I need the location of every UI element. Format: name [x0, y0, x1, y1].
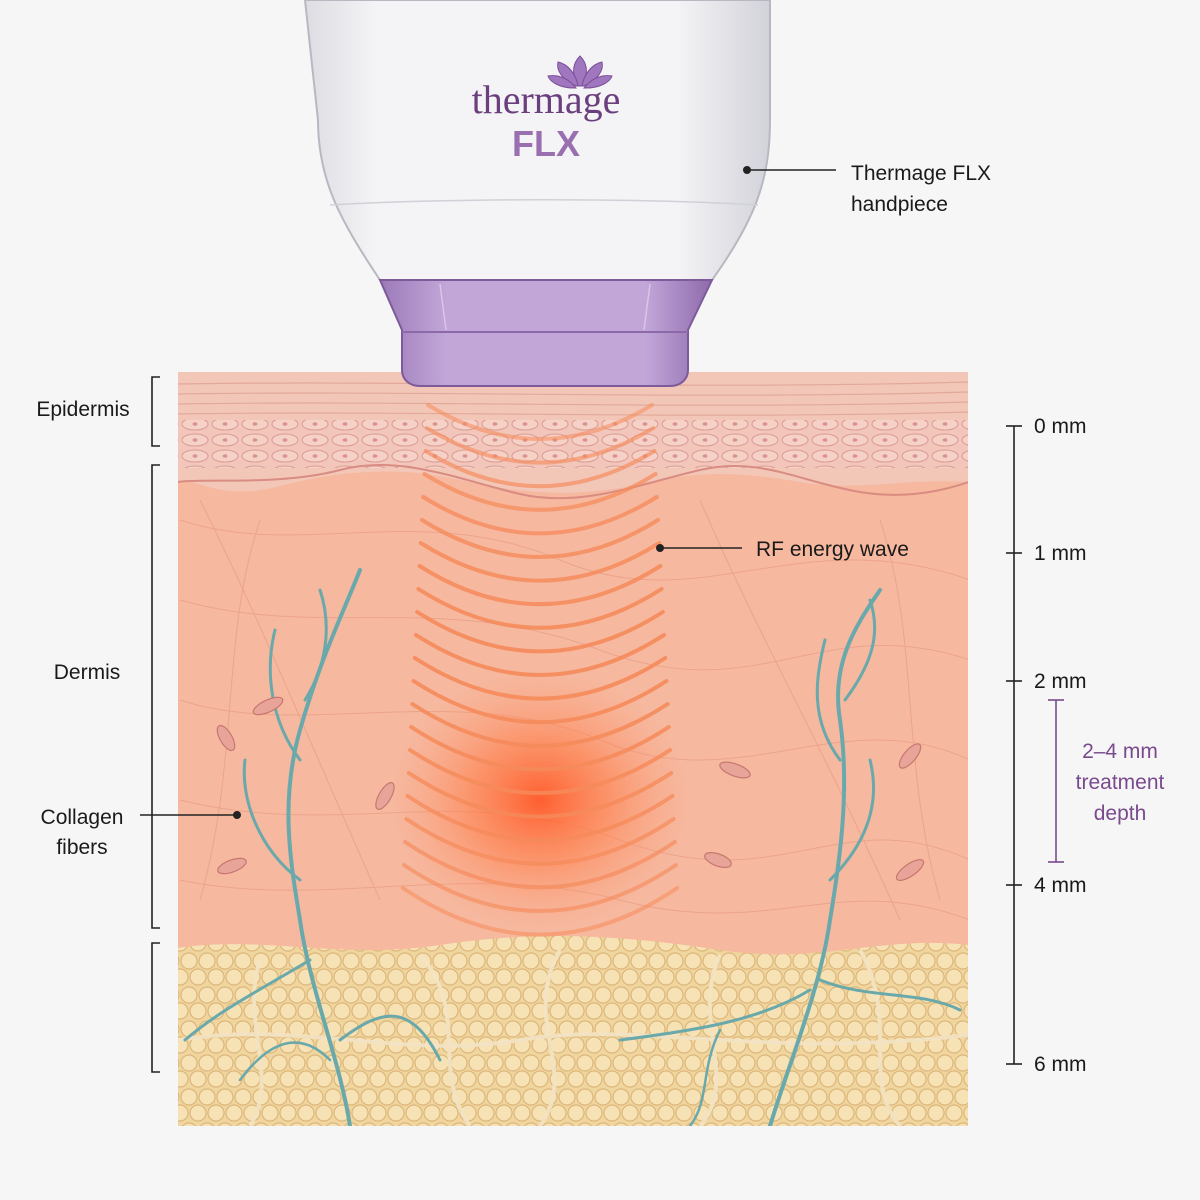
- rf-wave-label: RF energy wave: [756, 538, 909, 561]
- rf-wave-arc: [403, 840, 677, 890]
- rf-wave-arc: [417, 564, 663, 607]
- rf-wave-arc: [411, 679, 669, 725]
- lotus-icon: [547, 55, 613, 89]
- fat-layer: [178, 935, 968, 1126]
- brand-logo: thermage FLX: [472, 55, 621, 164]
- rf-wave-arc: [421, 495, 659, 536]
- epidermis-label: Epidermis: [36, 398, 129, 421]
- rf-wave-arc: [406, 771, 674, 819]
- treatment-label-line2: treatment: [1076, 771, 1165, 794]
- rf-wave-arc: [426, 403, 654, 441]
- treatment-label-line1: 2–4 mm: [1082, 740, 1158, 763]
- treatment-depth-bracket: [1048, 699, 1064, 863]
- handpiece-label-line1: Thermage FLX: [851, 162, 991, 185]
- depth-tick-label: 4 mm: [1034, 874, 1087, 897]
- dermis-label: Dermis: [54, 661, 121, 684]
- rf-wave-arc: [412, 656, 668, 701]
- thermage-handpiece: thermage FLX: [303, 0, 771, 387]
- rf-wave-arc: [418, 541, 662, 583]
- heat-focus-zone: [390, 670, 690, 930]
- dermis-bracket: [151, 464, 160, 929]
- rf-wave-arc: [400, 886, 680, 937]
- rf-wave-arc: [408, 748, 672, 795]
- depth-tick-label: 2 mm: [1034, 670, 1087, 693]
- collagen-leader: [140, 811, 241, 819]
- brand-model: FLX: [512, 123, 580, 164]
- depth-tick-label: 0 mm: [1034, 415, 1087, 438]
- collagen-fiber-branches: [183, 568, 962, 1126]
- rf-wave-arc: [422, 472, 658, 512]
- depth-tick-label: 1 mm: [1034, 542, 1087, 565]
- rf-wave-arc: [420, 518, 660, 559]
- handpiece-label-line2: handpiece: [851, 193, 948, 216]
- treatment-label-line3: depth: [1094, 802, 1147, 825]
- rf-wave-arc: [423, 449, 657, 489]
- rf-wave-arc: [402, 863, 678, 913]
- rf-wave-arc: [415, 610, 665, 654]
- skin-cross-section: [178, 372, 968, 1126]
- rf-wave-arc: [404, 817, 676, 866]
- rf-wave-arc: [424, 426, 656, 465]
- collagen-label-line2: fibers: [56, 836, 107, 859]
- fat-lobule-septa: [178, 949, 968, 1126]
- depth-tick-label: 6 mm: [1034, 1053, 1087, 1076]
- layer-brackets: [151, 376, 160, 1073]
- dermal-epidermal-junction: [178, 463, 968, 500]
- handpiece-leader: [743, 166, 836, 174]
- collagen-label-line1: Collagen: [41, 806, 124, 829]
- fat-bracket: [151, 942, 160, 1073]
- rf-wave-arc: [414, 633, 666, 677]
- rf-wave-arc: [409, 725, 671, 772]
- rf-wave-arc: [416, 587, 664, 630]
- epidermis-bracket: [151, 376, 160, 447]
- rf-energy-waves: [400, 403, 680, 937]
- rf-wave-leader: [656, 544, 742, 552]
- depth-scale: 0 mm 1 mm 2 mm 4 mm 6 mm 2–4 mm treatment de…: [1006, 415, 1165, 1076]
- rf-wave-arc: [410, 702, 670, 748]
- brand-name: thermage: [472, 77, 621, 122]
- fibroblast-cells: [216, 696, 925, 882]
- rf-wave-arc: [405, 794, 675, 843]
